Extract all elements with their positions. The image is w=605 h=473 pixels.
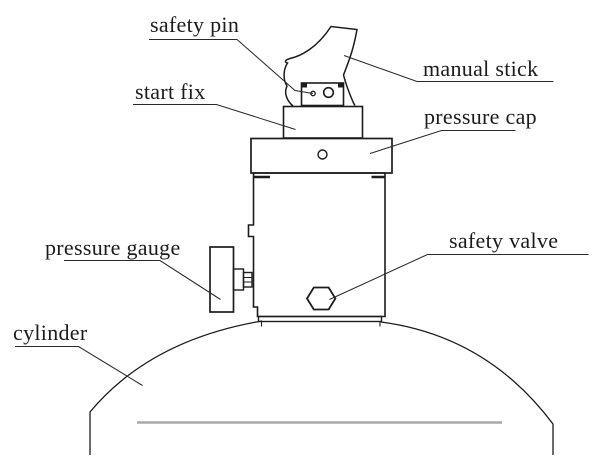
pressure-gauge-body — [209, 246, 235, 313]
trigger-head — [283, 25, 358, 107]
gauge-stub-threads — [243, 276, 252, 283]
pressure-gauge-leader — [64, 259, 221, 300]
pressure-cap-hole — [317, 149, 328, 160]
label-start-fix: start fix — [135, 79, 206, 104]
neck-ticks — [260, 321, 381, 327]
label-pressure-gauge: pressure gauge — [45, 235, 181, 260]
pin-block-corner-left — [301, 83, 307, 88]
valve-body-outline — [247, 172, 386, 318]
valve-neck — [257, 315, 383, 327]
manual-stick-leader — [343, 55, 554, 83]
label-manual-stick: manual stick — [423, 56, 538, 81]
start-fix-leader — [133, 103, 296, 131]
label-pressure-cap: pressure cap — [424, 104, 537, 129]
leader-lines — [15, 38, 589, 386]
label-cylinder: cylinder — [13, 320, 88, 345]
cylinder-outline — [89, 320, 554, 455]
safety-pin-block — [300, 82, 345, 107]
start-fix-block — [282, 105, 364, 139]
safety-valve-hex-nut — [305, 286, 337, 311]
pin-block-corner-right — [338, 83, 344, 88]
label-safety-valve: safety valve — [449, 228, 558, 253]
pressure-cap-leader — [369, 129, 516, 154]
cylinder-right-shoulder — [380, 321, 554, 455]
gauge-stub-threaded — [242, 271, 253, 288]
pressure-cap-body — [250, 137, 393, 174]
pin-block-boss — [322, 86, 335, 99]
cylinder-leader — [15, 345, 143, 386]
safety-valve-leader — [329, 253, 589, 300]
valve-body — [247, 172, 386, 318]
pressure-cap-part — [250, 137, 393, 174]
safety-pin-leader — [149, 38, 314, 95]
label-safety-pin: safety pin — [150, 12, 239, 37]
manual-stick-lever — [283, 25, 358, 107]
gauge-stub-outer — [232, 268, 245, 291]
cylinder-left-shoulder — [89, 320, 263, 455]
labels: safety pin manual stick start fix pressu… — [13, 12, 558, 345]
pressure-gauge-part — [209, 246, 253, 313]
